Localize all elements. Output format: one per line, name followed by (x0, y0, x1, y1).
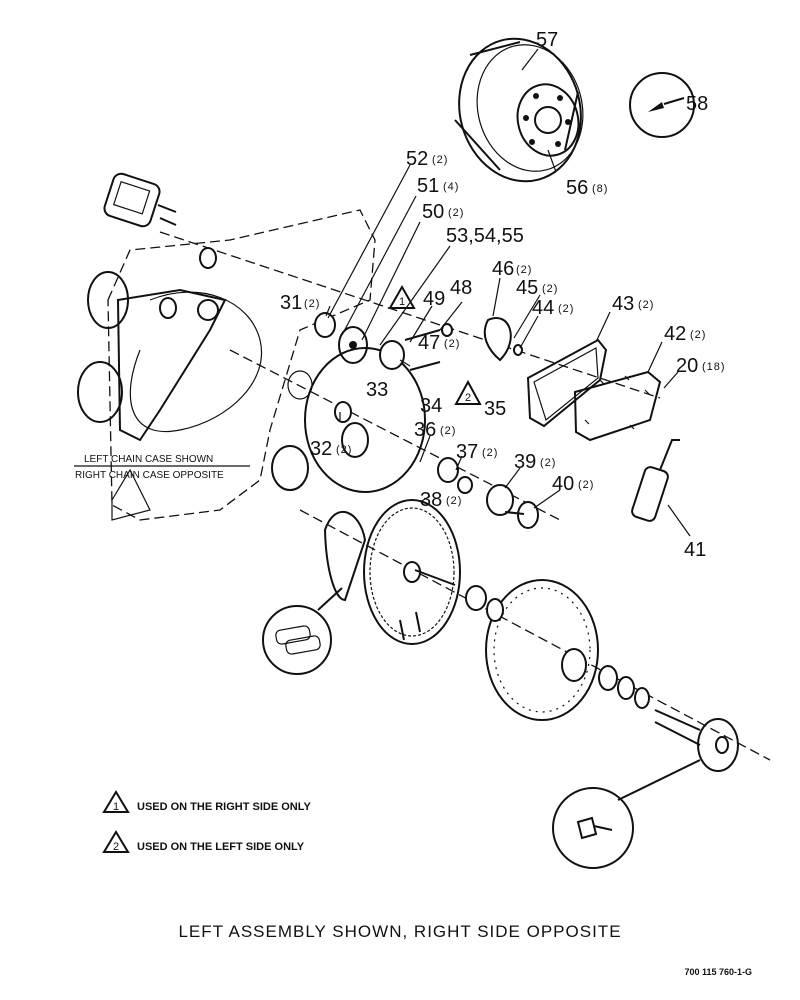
chain-case-label: LEFT CHAIN CASE SHOWN RIGHT CHAIN CASE O… (74, 454, 250, 481)
callout-46-qty: (2) (516, 264, 532, 276)
callout-31-qty: (2) (304, 298, 320, 310)
callout-53-54-55: 53,54,55 (446, 225, 524, 247)
callout-51-qty: (4) (443, 181, 459, 193)
hydraulic-motor (103, 172, 177, 228)
callout-45-qty: (2) (542, 283, 558, 295)
callout-46: 46 (492, 258, 514, 280)
callout-43-qty: (2) (638, 299, 654, 311)
shock-cylinder (631, 439, 680, 522)
hub-assembly (465, 579, 739, 772)
callout-52: 52 (406, 148, 428, 170)
callout-57: 57 (536, 29, 558, 51)
callout-58: 58 (686, 93, 708, 115)
callout-48: 48 (450, 277, 472, 299)
large-sprocket (323, 499, 461, 645)
svg-text:1: 1 (399, 296, 405, 308)
svg-text:USED ON THE LEFT SIDE ONLY: USED ON THE LEFT SIDE ONLY (137, 841, 305, 853)
callout-56-qty: (8) (592, 183, 608, 195)
svg-text:2: 2 (465, 392, 471, 404)
figure-caption: LEFT ASSEMBLY SHOWN, RIGHT SIDE OPPOSITE (178, 922, 622, 941)
callout-41: 41 (684, 539, 706, 561)
drive-components (159, 247, 539, 529)
svg-text:LEFT CHAIN CASE SHOWN: LEFT CHAIN CASE SHOWN (84, 454, 213, 465)
callout-40-qty: (2) (578, 479, 594, 491)
lug-bolt-inset (552, 759, 701, 869)
callout-20-qty: (18) (702, 361, 726, 373)
callouts: 57 58 56 (8) 52 (2) 51 (4) 50 (2) 53,54,… (280, 29, 726, 561)
callout-44-qty: (2) (558, 303, 574, 315)
callout-32-qty: (2) (336, 444, 352, 456)
chain-link-inset (262, 587, 343, 675)
svg-text:USED ON THE RIGHT SIDE ONLY: USED ON THE RIGHT SIDE ONLY (137, 801, 311, 813)
callout-44: 44 (532, 297, 554, 319)
callout-47-qty: (2) (444, 338, 460, 350)
valve-stem-inset (629, 72, 695, 138)
wheel-rim (454, 37, 584, 183)
triangle-marker-1: 1 (388, 284, 416, 309)
triangle-marker-2: 2 (454, 379, 482, 405)
svg-text:2: 2 (113, 841, 119, 853)
svg-text:RIGHT CHAIN CASE OPPOSITE: RIGHT CHAIN CASE OPPOSITE (75, 470, 224, 481)
callout-49: 49 (423, 288, 445, 310)
callout-40: 40 (552, 473, 574, 495)
callout-37-qty: (2) (482, 447, 498, 459)
callout-45: 45 (516, 277, 538, 299)
assembly-center-lines (159, 231, 771, 761)
callout-36-qty: (2) (440, 425, 456, 437)
legend-item-1: 1 USED ON THE RIGHT SIDE ONLY (102, 790, 311, 813)
callout-42: 42 (664, 323, 686, 345)
callout-37: 37 (456, 441, 478, 463)
callout-50: 50 (422, 201, 444, 223)
legend-item-2: 2 USED ON THE LEFT SIDE ONLY (102, 830, 305, 853)
legend: 1 USED ON THE RIGHT SIDE ONLY 2 USED ON … (102, 790, 311, 853)
callout-36: 36 (414, 419, 436, 441)
leader-lines (325, 48, 691, 537)
callout-34: 34 (420, 395, 442, 417)
callout-42-qty: (2) (690, 329, 706, 341)
callout-47: 47 (418, 332, 440, 354)
chain-case-covers (526, 338, 662, 442)
callout-50-qty: (2) (448, 207, 464, 219)
callout-38: 38 (420, 489, 442, 511)
callout-35: 35 (484, 398, 506, 420)
callout-33: 33 (366, 379, 388, 401)
callout-56: 56 (566, 177, 588, 199)
callout-32: 32 (310, 438, 332, 460)
callout-52-qty: (2) (432, 154, 448, 166)
document-id: 700 115 760-1-G (684, 967, 752, 977)
callout-20: 20 (676, 355, 698, 377)
svg-text:1: 1 (113, 801, 119, 813)
callout-39: 39 (514, 451, 536, 473)
callout-51: 51 (417, 175, 439, 197)
callout-43: 43 (612, 293, 634, 315)
chain-case (77, 209, 376, 521)
callout-39-qty: (2) (540, 457, 556, 469)
callout-38-qty: (2) (446, 495, 462, 507)
callout-31: 31 (280, 292, 302, 314)
